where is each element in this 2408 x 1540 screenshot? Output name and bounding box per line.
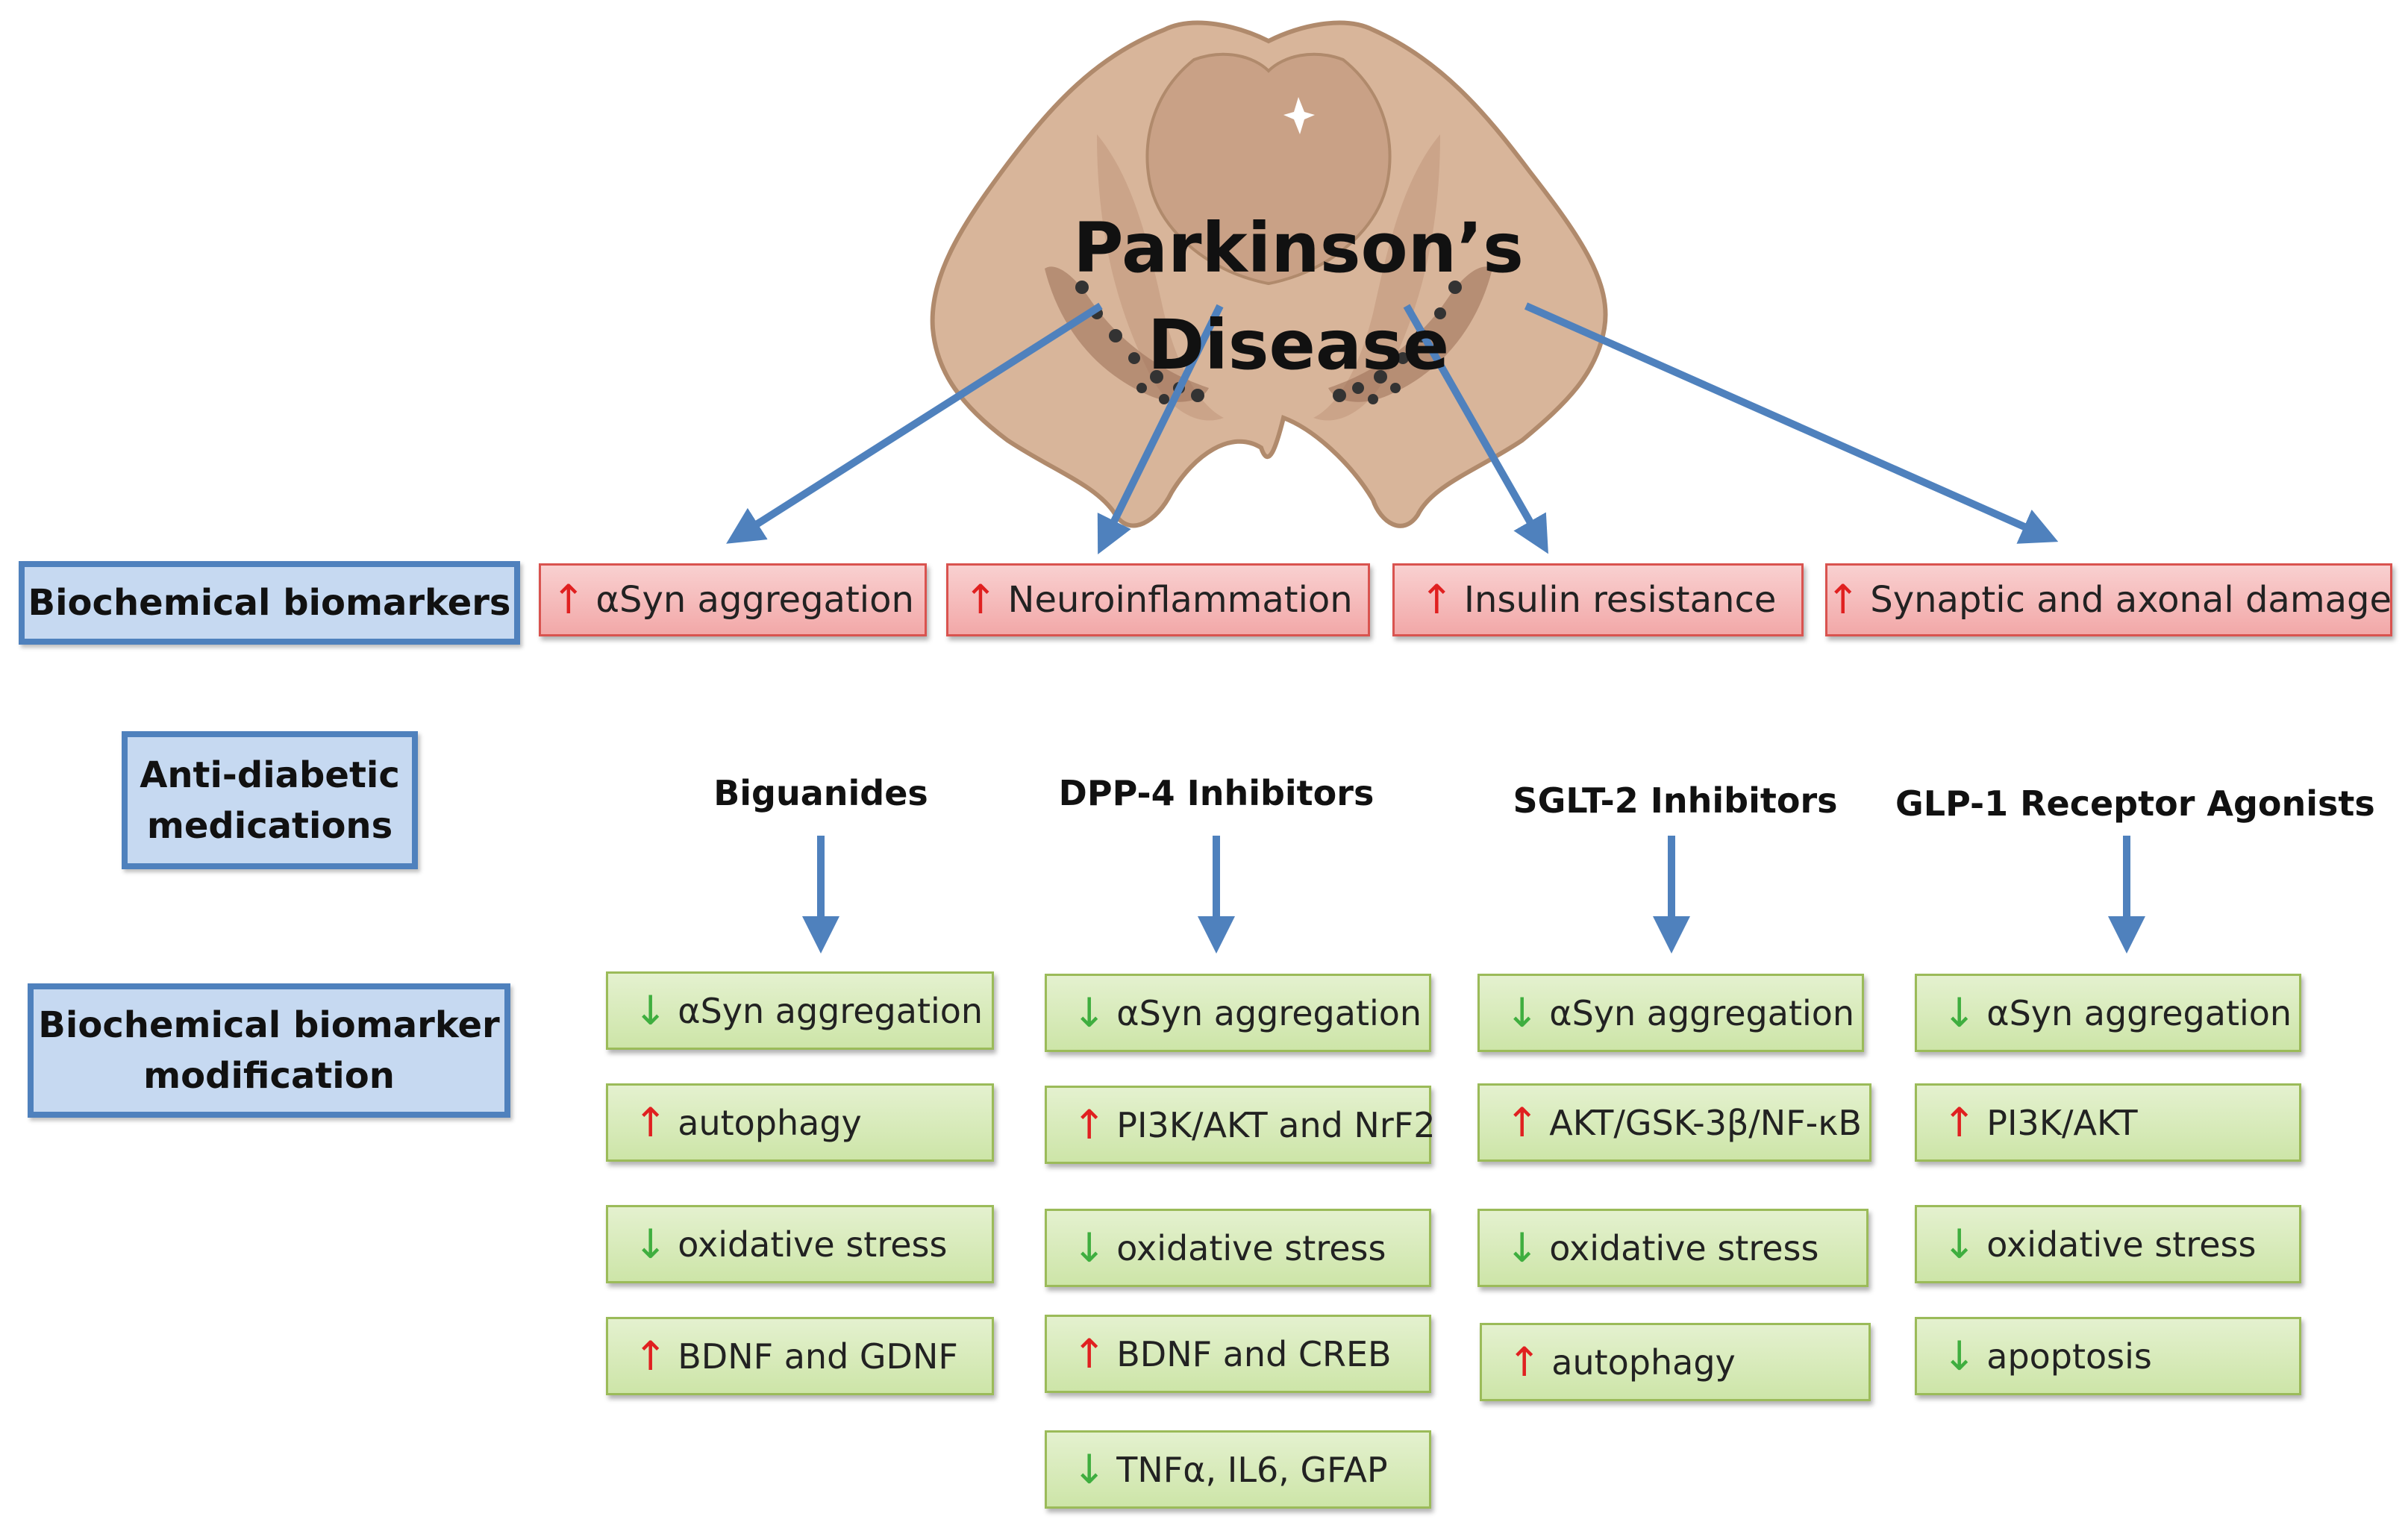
effect-label: αSyn aggregation <box>678 990 983 1031</box>
effect-box: ↓TNFα, IL6, GFAP <box>1045 1430 1431 1509</box>
effect-box: ↑PI3K/AKT and NrF2 <box>1045 1086 1435 1164</box>
effect-label: autophagy <box>678 1102 862 1143</box>
biomarker-box: ↑αSyn aggregation <box>539 563 927 636</box>
effect-label: PI3K/AKT <box>1986 1102 2138 1143</box>
medication-name: GLP-1 Receptor Agonists <box>1895 783 2375 824</box>
effect-label: BDNF and GDNF <box>678 1336 958 1377</box>
down-arrow-icon: ↓ <box>1072 989 1107 1036</box>
effect-label: αSyn aggregation <box>1986 992 2292 1033</box>
effect-box: ↑autophagy <box>606 1083 994 1162</box>
effect-label: apoptosis <box>1986 1336 2152 1377</box>
effect-label: oxidative stress <box>1986 1224 2257 1265</box>
biomarker-label: Insulin resistance <box>1463 579 1777 621</box>
effect-box: ↑AKT/GSK-3β/NF-κB <box>1477 1083 1871 1162</box>
down-arrow-icon: ↓ <box>1505 989 1539 1036</box>
effect-box: ↓oxidative stress <box>1477 1209 1868 1287</box>
down-arrow-icon: ↓ <box>634 986 668 1034</box>
medication-name: DPP-4 Inhibitors <box>1058 773 1375 813</box>
effect-box: ↓αSyn aggregation <box>1915 974 2301 1052</box>
medication-name: SGLT-2 Inhibitors <box>1513 780 1838 821</box>
effect-label: TNFα, IL6, GFAP <box>1116 1449 1388 1490</box>
arrow-to-synaptic-damage <box>1524 302 2059 544</box>
medication-name: Biguanides <box>713 773 928 813</box>
up-arrow-icon: ↑ <box>1072 1101 1107 1148</box>
effect-box: ↓αSyn aggregation <box>606 971 994 1050</box>
down-arrow-icon: ↓ <box>1505 1224 1539 1271</box>
effect-box: ↑BDNF and GDNF <box>606 1317 994 1395</box>
effect-label: oxidative stress <box>1549 1227 1819 1268</box>
biomarker-label: αSyn aggregation <box>595 579 914 621</box>
biomarker-label: Synaptic and axonal damage <box>1870 579 2392 621</box>
effect-box: ↑BDNF and CREB <box>1045 1315 1431 1393</box>
effect-label: autophagy <box>1551 1342 1736 1383</box>
page-title: Parkinson’s Disease <box>1073 208 1524 385</box>
biomarker-box: ↑Neuroinflammation <box>946 563 1370 636</box>
up-arrow-icon: ↑ <box>1072 1330 1107 1377</box>
up-arrow-icon: ↑ <box>1942 1098 1977 1146</box>
category-anti-diabetic-medications: Anti-diabetic medications <box>122 731 418 869</box>
effect-box: ↑PI3K/AKT <box>1915 1083 2301 1162</box>
arrow-to-insulin-resistance <box>1403 304 1548 554</box>
arrow-to-neuroinflammation <box>1097 304 1224 554</box>
up-arrow-icon: ↑ <box>1507 1338 1542 1386</box>
down-arrow-icon: ↓ <box>1072 1224 1107 1271</box>
effect-box: ↓oxidative stress <box>1045 1209 1431 1287</box>
effect-label: αSyn aggregation <box>1549 992 1855 1033</box>
up-arrow-icon: ↑ <box>1505 1098 1539 1146</box>
effect-box: ↓apoptosis <box>1915 1317 2301 1395</box>
down-arrow-icon: ↓ <box>1942 1332 1977 1380</box>
effect-box: ↓αSyn aggregation <box>1045 974 1431 1052</box>
up-arrow-icon: ↑ <box>551 576 586 623</box>
effect-box: ↑autophagy <box>1480 1323 1871 1401</box>
category-biomarker-modification: Biochemical biomarker modification <box>28 983 510 1118</box>
down-arrow-icon: ↓ <box>1072 1445 1107 1493</box>
up-arrow-icon: ↑ <box>1419 576 1454 623</box>
up-arrow-icon: ↑ <box>634 1098 668 1146</box>
effect-label: oxidative stress <box>1116 1227 1386 1268</box>
down-arrow-icon: ↓ <box>634 1220 668 1268</box>
up-arrow-icon: ↑ <box>963 576 998 623</box>
arrow-to-asyn-aggregation <box>726 302 1103 544</box>
biomarker-box: ↑Synaptic and axonal damage <box>1825 563 2392 636</box>
effect-box: ↓αSyn aggregation <box>1477 974 1864 1052</box>
effect-label: BDNF and CREB <box>1116 1333 1392 1374</box>
biomarker-label: Neuroinflammation <box>1007 579 1353 621</box>
up-arrow-icon: ↑ <box>634 1332 668 1380</box>
down-arrow-icon: ↓ <box>1942 1220 1977 1268</box>
effect-label: PI3K/AKT and NrF2 <box>1116 1104 1436 1145</box>
effect-label: αSyn aggregation <box>1116 992 1422 1033</box>
midbrain-illustration <box>930 20 1608 528</box>
effect-box: ↓oxidative stress <box>606 1205 994 1283</box>
down-arrow-icon: ↓ <box>1942 989 1977 1036</box>
effect-box: ↓oxidative stress <box>1915 1205 2301 1283</box>
effect-label: AKT/GSK-3β/NF-κB <box>1549 1102 1862 1143</box>
category-biochemical-biomarkers: Biochemical biomarkers <box>19 561 520 645</box>
effect-label: oxidative stress <box>678 1224 948 1265</box>
biomarker-box: ↑Insulin resistance <box>1392 563 1804 636</box>
up-arrow-icon: ↑ <box>1826 576 1860 623</box>
